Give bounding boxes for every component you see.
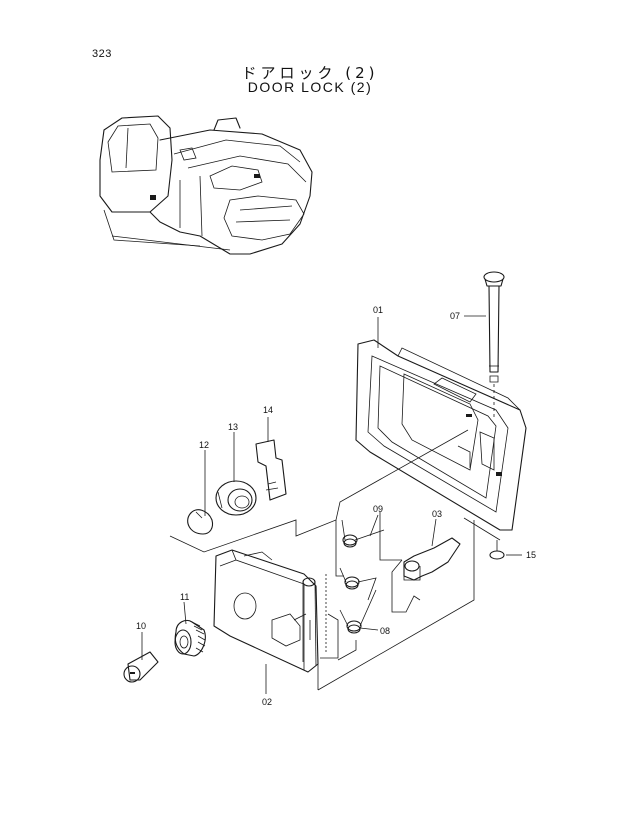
callout-03: 03 [432, 509, 442, 519]
callout-14: 14 [263, 405, 273, 415]
callouts: 01 02 03 07 08 09 10 11 12 13 14 15 [136, 305, 536, 707]
part-13-nut [215, 480, 257, 516]
part-08-spring-upper [339, 567, 377, 601]
part-15-snap-ring [489, 540, 505, 560]
callout-11: 11 [180, 592, 189, 602]
callout-07: 07 [450, 311, 460, 321]
part-03-lever [403, 537, 461, 581]
part-02-lock-case [213, 549, 319, 673]
callout-10: 10 [136, 621, 146, 631]
page-number: 323 [92, 48, 112, 60]
part-09-spring [341, 519, 385, 548]
part-14-plate [255, 439, 287, 501]
callout-01: 01 [373, 305, 383, 315]
callout-15: 15 [526, 550, 536, 560]
callout-02: 02 [262, 697, 272, 707]
part-11-cylinder-housing [174, 619, 206, 657]
callout-13: 13 [228, 422, 238, 432]
assembly-lines [169, 429, 501, 691]
part-12-retaining-ring [187, 509, 214, 535]
title-english: DOOR LOCK (2) [247, 79, 373, 95]
leader-lines [141, 315, 522, 694]
callout-09: 09 [373, 504, 383, 514]
callout-08: 08 [380, 626, 390, 636]
part-01-handle-frame [355, 339, 527, 531]
excavator-overview [99, 115, 313, 255]
callout-12: 12 [199, 440, 209, 450]
part-07-pin [483, 271, 505, 383]
title-japanese: ドアロック (2) [241, 64, 379, 82]
part-08-spring-lower [339, 589, 377, 634]
part-10-key-cylinder [123, 651, 159, 683]
